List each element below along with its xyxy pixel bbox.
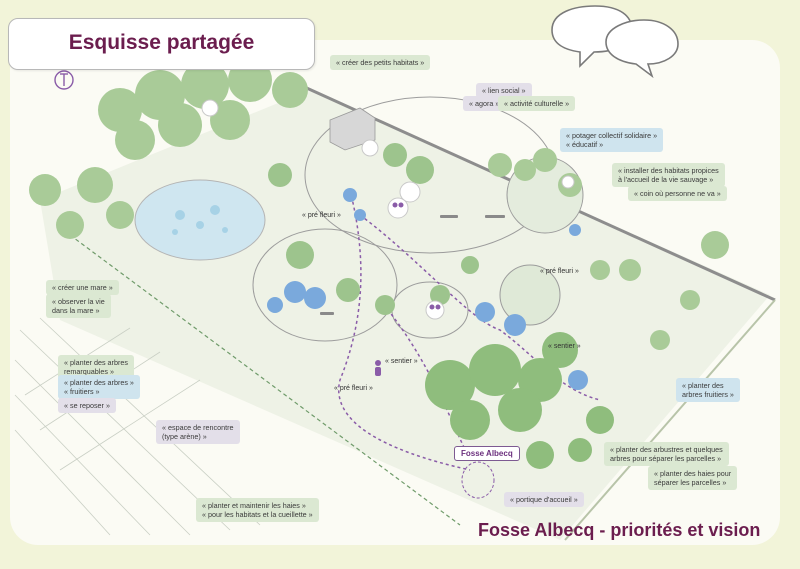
label-sentier-left: « sentier » bbox=[385, 358, 418, 365]
label-potager: « potager collectif solidaire » « éducat… bbox=[560, 128, 664, 152]
label-rencontre-line1: « espace de rencontre bbox=[162, 423, 234, 432]
label-portique-text: « portique d'accueil » bbox=[510, 495, 578, 504]
label-fruitiers-right-line2: arbres fruitiers » bbox=[682, 390, 734, 399]
label-lien-social: « lien social » bbox=[476, 83, 532, 98]
label-arbustes: « planter des arbustres et quelques arbr… bbox=[604, 442, 729, 466]
label-haies-line2: « pour les habitats et la cueillette » bbox=[202, 510, 313, 519]
label-haies-line1: « planter et maintenir les haies » bbox=[202, 501, 306, 510]
label-vie-sauvage-line1: « installer des habitats propices bbox=[618, 166, 719, 175]
label-creer-mare-text: « créer une mare » bbox=[52, 283, 113, 292]
label-haies-sep-line2: séparer les parcelles » bbox=[654, 478, 727, 487]
label-haies-separer: « planter des haies pour séparer les par… bbox=[648, 466, 738, 490]
label-arbres-fruitiers: « planter des arbres » « fruitiers » bbox=[58, 375, 140, 399]
label-fruitiers-right: « planter des arbres fruitiers » bbox=[676, 378, 740, 402]
label-sentier-right: « sentier » bbox=[548, 343, 581, 350]
label-vie-sauvage: « installer des habitats propices à l'ac… bbox=[612, 163, 725, 187]
label-coin-text: « coin où personne ne va » bbox=[634, 189, 721, 198]
label-arbustes-line2: arbres pour séparer les parcelles » bbox=[610, 454, 722, 463]
label-fruitiers-right-line1: « planter des bbox=[682, 381, 724, 390]
label-potager-line1: « potager collectif solidaire » bbox=[566, 131, 658, 140]
label-habitats: « créer des petits habitats » bbox=[330, 55, 431, 70]
label-fruitiers-line2: « fruitiers » bbox=[64, 387, 100, 396]
label-activite-text: « activité culturelle » bbox=[504, 99, 570, 108]
label-haies-maintenir: « planter et maintenir les haies » « pou… bbox=[196, 498, 319, 522]
label-remarquables-line1: « planter des arbres bbox=[64, 358, 128, 367]
label-lien-social-text: « lien social » bbox=[482, 86, 526, 95]
label-observer-mare-line1: « observer la vie bbox=[52, 297, 105, 306]
speech-bubbles-icon bbox=[551, 5, 679, 79]
label-observer-mare-line2: dans la mare » bbox=[52, 306, 100, 315]
place-tag-fosse-albecq: Fosse Albecq bbox=[454, 446, 520, 461]
label-arbustes-line1: « planter des arbustres et quelques bbox=[610, 445, 723, 454]
page-title: Esquisse partagée bbox=[68, 31, 255, 54]
label-potager-line2: « éducatif » bbox=[566, 140, 604, 149]
label-haies-sep-line1: « planter des haies pour bbox=[654, 469, 732, 478]
title-box: Esquisse partagée bbox=[8, 18, 315, 70]
label-pre-fleuri-right: « pré fleuri » bbox=[540, 268, 579, 275]
label-se-reposer: « se reposer » bbox=[58, 398, 116, 413]
label-activite-culturelle: « activité culturelle » bbox=[498, 96, 576, 111]
label-pre-fleuri-bottom: « pré fleuri » bbox=[334, 385, 373, 392]
label-coin: « coin où personne ne va » bbox=[628, 186, 727, 201]
label-agora: « agora » bbox=[463, 96, 506, 111]
label-espace-rencontre: « espace de rencontre (type arène) » bbox=[156, 420, 240, 444]
label-creer-mare: « créer une mare » bbox=[46, 280, 119, 295]
label-fruitiers-line1: « planter des arbres » bbox=[64, 378, 134, 387]
label-portique: « portique d'accueil » bbox=[504, 492, 584, 507]
label-se-reposer-text: « se reposer » bbox=[64, 401, 110, 410]
label-observer-mare: « observer la vie dans la mare » bbox=[46, 294, 111, 318]
label-agora-text: « agora » bbox=[469, 99, 500, 108]
label-remarquables-line2: remarquables » bbox=[64, 367, 114, 376]
label-pre-fleuri-top: « pré fleuri » bbox=[302, 212, 341, 219]
bottom-title: Fosse Albecq - priorités et vision bbox=[478, 520, 761, 540]
label-habitats-text: « créer des petits habitats » bbox=[336, 58, 425, 67]
label-rencontre-line2: (type arène) » bbox=[162, 432, 207, 441]
label-vie-sauvage-line2: à l'accueil de la vie sauvage » bbox=[618, 175, 714, 184]
